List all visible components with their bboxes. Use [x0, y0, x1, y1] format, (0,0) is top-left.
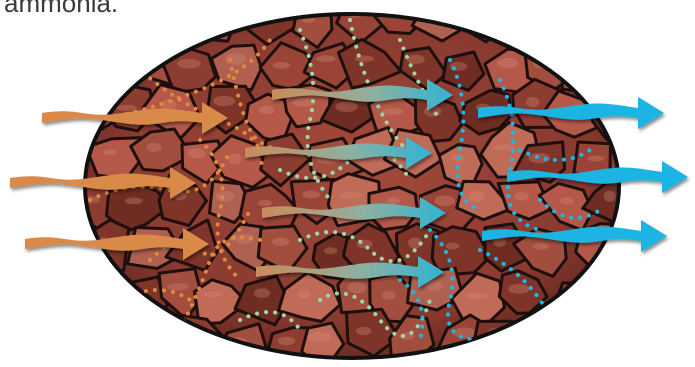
- rock-highlight: [163, 7, 184, 17]
- rock-highlight: [469, 191, 485, 202]
- rock-highlight: [215, 191, 234, 202]
- rock-stone: [610, 321, 672, 367]
- rock-highlight: [382, 108, 404, 115]
- rock-highlight: [258, 6, 273, 14]
- rock-highlight: [582, 337, 595, 344]
- rock-highlight: [79, 287, 92, 297]
- rock-highlight: [125, 5, 139, 17]
- rock-highlight: [526, 97, 539, 107]
- rock-highlight: [228, 153, 241, 164]
- rock-stone: [103, 0, 159, 42]
- rock-highlight: [167, 283, 188, 291]
- rock-highlight: [454, 328, 477, 339]
- rock-highlight: [316, 55, 335, 62]
- rock-highlight: [560, 197, 574, 204]
- rock-highlight: [307, 332, 330, 342]
- rock-highlight: [567, 292, 582, 301]
- rock-highlight: [213, 96, 235, 107]
- rock-highlight: [302, 191, 320, 199]
- rock-highlight: [604, 191, 616, 202]
- rock-highlight: [497, 58, 518, 68]
- rock-highlight: [340, 192, 363, 199]
- rock-highlight: [147, 143, 162, 152]
- rock-highlight: [145, 339, 160, 347]
- rock-highlight: [538, 331, 559, 339]
- rock-highlight: [387, 197, 400, 205]
- rock-highlight: [466, 8, 489, 18]
- rock-highlight: [607, 292, 621, 298]
- rock-highlight: [125, 198, 143, 205]
- rock-stone: [190, 0, 238, 41]
- rock-highlight: [431, 11, 444, 17]
- rock-highlight: [205, 8, 220, 15]
- rock-stone: [585, 0, 638, 47]
- rock-highlight: [254, 288, 270, 298]
- rock-highlight: [188, 148, 206, 158]
- rock-highlight: [77, 12, 95, 19]
- rock-highlight: [182, 328, 195, 335]
- rock-highlight: [514, 192, 529, 201]
- rock-stone: [62, 0, 117, 40]
- rock-highlight: [76, 107, 88, 113]
- rock-stone: [63, 272, 121, 321]
- rock-stone: [595, 273, 652, 325]
- rock-highlight: [298, 290, 310, 298]
- rock-highlight: [356, 327, 371, 336]
- rock-stone: [569, 316, 620, 367]
- rock-stone: [155, 0, 200, 39]
- rock-highlight: [324, 247, 338, 254]
- rock-stone: [500, 0, 557, 51]
- rock-highlight: [100, 336, 120, 342]
- rock-highlight: [382, 291, 396, 300]
- rock-highlight: [148, 52, 161, 59]
- rock-highlight: [446, 243, 460, 250]
- rock-highlight: [508, 284, 530, 294]
- rock-highlight: [347, 282, 366, 294]
- rock-highlight: [177, 59, 201, 69]
- rock-stone: [551, 283, 611, 325]
- rock-highlight: [258, 200, 272, 206]
- rock-highlight: [515, 15, 536, 26]
- rock-highlight: [273, 62, 291, 69]
- rock-highlight: [564, 10, 576, 18]
- rock-highlight: [104, 149, 117, 155]
- rock-highlight: [278, 337, 296, 346]
- rock-highlight: [603, 13, 616, 20]
- rock-highlight: [259, 106, 274, 115]
- rock-stone: [128, 326, 186, 367]
- rock-stone: [524, 323, 584, 367]
- rock-highlight: [99, 53, 113, 63]
- rock-highlight: [335, 102, 358, 112]
- rock-highlight: [532, 244, 549, 250]
- rock-highlight: [425, 280, 443, 291]
- rock-stone: [78, 43, 135, 80]
- rock-highlight: [407, 55, 425, 64]
- rock-highlight: [435, 195, 455, 206]
- rock-stone: [606, 53, 659, 88]
- rock-highlight: [116, 105, 136, 111]
- rock-highlight: [628, 151, 643, 162]
- rock-highlight: [587, 156, 604, 162]
- rock-highlight: [203, 291, 222, 297]
- rock-highlight: [272, 238, 289, 246]
- rock-highlight: [390, 7, 407, 14]
- rock-stone: [546, 0, 595, 40]
- rock-stone: [85, 323, 138, 366]
- rock-highlight: [575, 59, 592, 70]
- rock-highlight: [626, 334, 649, 341]
- rock-highlight: [622, 59, 637, 71]
- rock-highlight: [466, 293, 488, 299]
